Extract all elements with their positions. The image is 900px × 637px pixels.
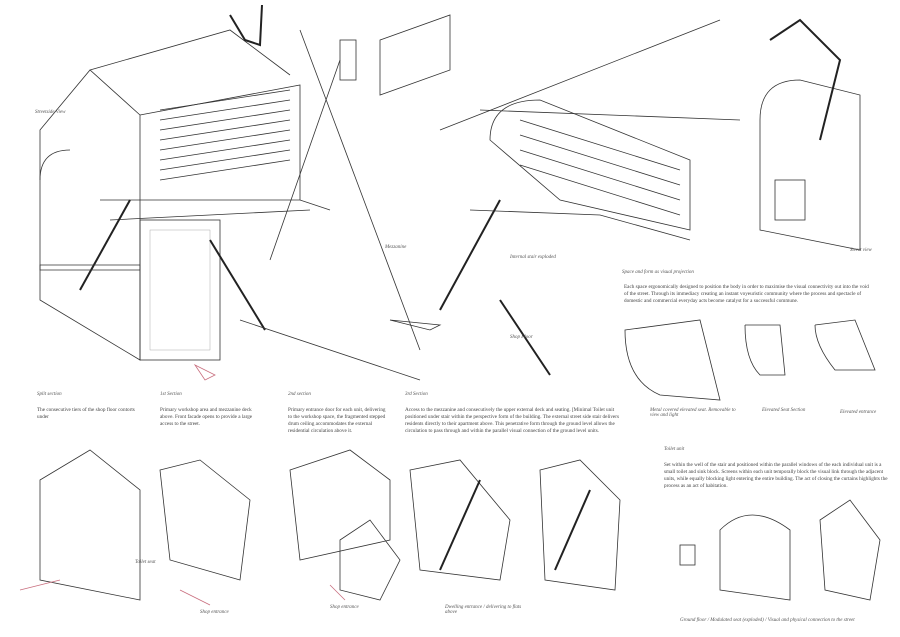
text-second-section: Primary entrance door for each unit, del… xyxy=(288,407,386,434)
caption-elevated-entrance: Elevated entrance xyxy=(840,410,877,415)
caption-shop-entrance-1: Shop entrance xyxy=(200,610,229,615)
caption-third-section: 3rd Section xyxy=(405,392,428,397)
text-split-section: The consecutive tiers of the shop floor … xyxy=(37,407,135,420)
caption-elevated-seat-section: Elevated Seat Section xyxy=(762,408,806,413)
caption-streetside-view: Streetside View xyxy=(35,110,66,115)
text-space-form: Each space ergonomically designed to pos… xyxy=(624,284,869,304)
text-third-section: Access to the mezzanine and consecutivel… xyxy=(405,407,619,434)
caption-street-view: Street view xyxy=(850,248,872,253)
caption-toilet-unit: Toilet unit xyxy=(664,447,685,452)
mezzanine-axonometric xyxy=(389,19,741,376)
caption-internal-stair: Internal stair exploded xyxy=(510,255,556,260)
street-view-drawing xyxy=(759,18,861,251)
bottom-row-sketches xyxy=(19,363,881,606)
streetside-axonometric xyxy=(39,4,451,381)
caption-first-section: 1st Section xyxy=(160,392,182,397)
caption-ground-floor: Ground floor / Modulated seat (exploded)… xyxy=(680,618,855,623)
caption-mezzanine: Mezzanine xyxy=(385,245,407,250)
caption-second-section: 2nd section xyxy=(288,392,311,397)
text-toilet-unit: Set within the well of the stair and pos… xyxy=(664,462,888,489)
caption-space-form: Space and form as visual projection xyxy=(622,270,694,275)
caption-dwelling-entrance: Dwelling entrance / delivering to flats … xyxy=(445,605,522,615)
caption-shop-floor: Shop Floor xyxy=(510,335,533,340)
caption-split-section: Split section xyxy=(37,392,62,397)
caption-toilet-seat: Toilet seat xyxy=(135,560,156,565)
caption-metal-seat: Metal covered elevated seat. Removable t… xyxy=(650,408,736,418)
text-first-section: Primary workshop area and mezzanine deck… xyxy=(160,407,253,427)
caption-shop-entrance-2: Shop entrance xyxy=(330,605,359,610)
seat-sketches xyxy=(624,319,876,401)
